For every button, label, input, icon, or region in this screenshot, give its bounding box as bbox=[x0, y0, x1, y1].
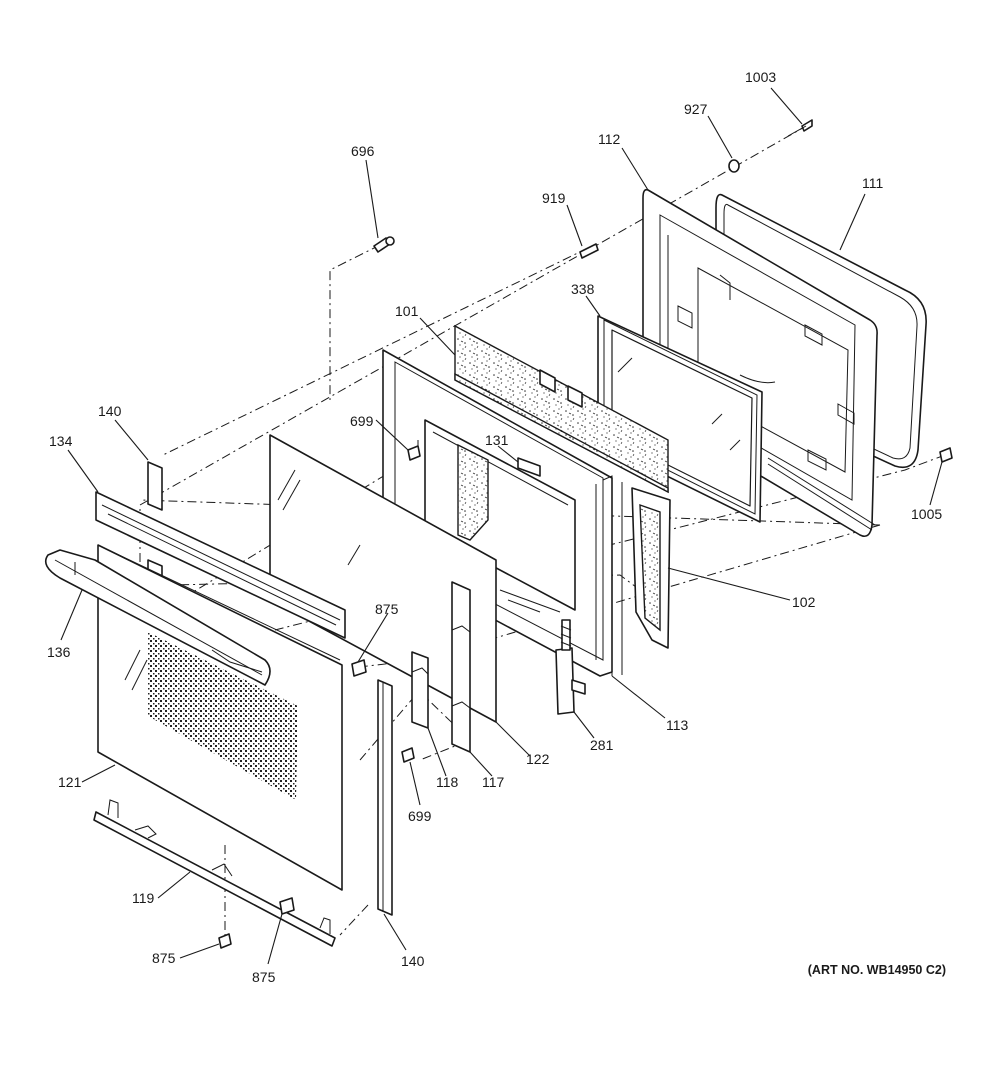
callout-117: 117 bbox=[482, 774, 505, 790]
part-119-bottom-trim bbox=[93, 799, 336, 947]
part-117-glass-retainer bbox=[451, 581, 471, 753]
callout-699-top: 699 bbox=[350, 413, 374, 429]
callout-919: 919 bbox=[542, 190, 566, 206]
leader-lines bbox=[60, 87, 943, 965]
callout-696: 696 bbox=[351, 143, 375, 159]
pin-919 bbox=[579, 243, 599, 259]
callout-699-bottom: 699 bbox=[408, 808, 432, 824]
callout-134: 134 bbox=[49, 433, 73, 449]
screw-1005 bbox=[939, 447, 953, 463]
callout-121: 121 bbox=[58, 774, 82, 790]
part-131-latch-bracket bbox=[517, 457, 541, 477]
screw-699-bottom bbox=[401, 747, 415, 763]
part-136-door-handle bbox=[44, 549, 271, 686]
callout-112: 112 bbox=[598, 131, 621, 147]
callout-131: 131 bbox=[485, 432, 509, 448]
callout-111: 111 bbox=[862, 175, 883, 191]
callout-136: 136 bbox=[47, 644, 71, 660]
art-number: (ART NO. WB14950 C2) bbox=[808, 963, 946, 977]
callout-281: 281 bbox=[590, 737, 614, 753]
callout-labels: 1003 927 112 111 696 919 338 101 140 134… bbox=[47, 69, 942, 985]
callout-122: 122 bbox=[526, 751, 550, 767]
callout-1003: 1003 bbox=[745, 69, 776, 85]
callout-101: 101 bbox=[395, 303, 419, 319]
part-121-outer-door-panel bbox=[97, 544, 343, 891]
callout-102: 102 bbox=[792, 594, 816, 610]
screw-875-left bbox=[218, 933, 232, 949]
screw-699-top bbox=[407, 445, 421, 461]
callout-140-top: 140 bbox=[98, 403, 122, 419]
fasteners bbox=[218, 119, 953, 949]
callout-338: 338 bbox=[571, 281, 595, 297]
screw-875-bottom bbox=[279, 897, 295, 915]
part-118-glass-retainer bbox=[411, 651, 429, 729]
callout-118: 118 bbox=[436, 774, 459, 790]
callout-140-bottom: 140 bbox=[401, 953, 425, 969]
screw-875-mid bbox=[351, 659, 367, 677]
callout-113: 113 bbox=[666, 717, 689, 733]
part-102-door-side-trim bbox=[631, 487, 671, 649]
part-134-handle-trim bbox=[95, 491, 346, 639]
callout-875-left: 875 bbox=[152, 950, 176, 966]
part-140-trim-bottom bbox=[377, 679, 393, 916]
callout-927: 927 bbox=[684, 101, 708, 117]
callout-119: 119 bbox=[132, 890, 155, 906]
part-113-door-inner-panel bbox=[382, 349, 623, 677]
callout-875-mid: 875 bbox=[375, 601, 399, 617]
screw-1003 bbox=[801, 119, 813, 132]
callout-1005: 1005 bbox=[911, 506, 942, 522]
part-101-insulation bbox=[454, 324, 669, 494]
washer-927 bbox=[728, 159, 740, 173]
part-338-inner-glass bbox=[597, 315, 763, 523]
callout-875-bottom: 875 bbox=[252, 969, 276, 985]
